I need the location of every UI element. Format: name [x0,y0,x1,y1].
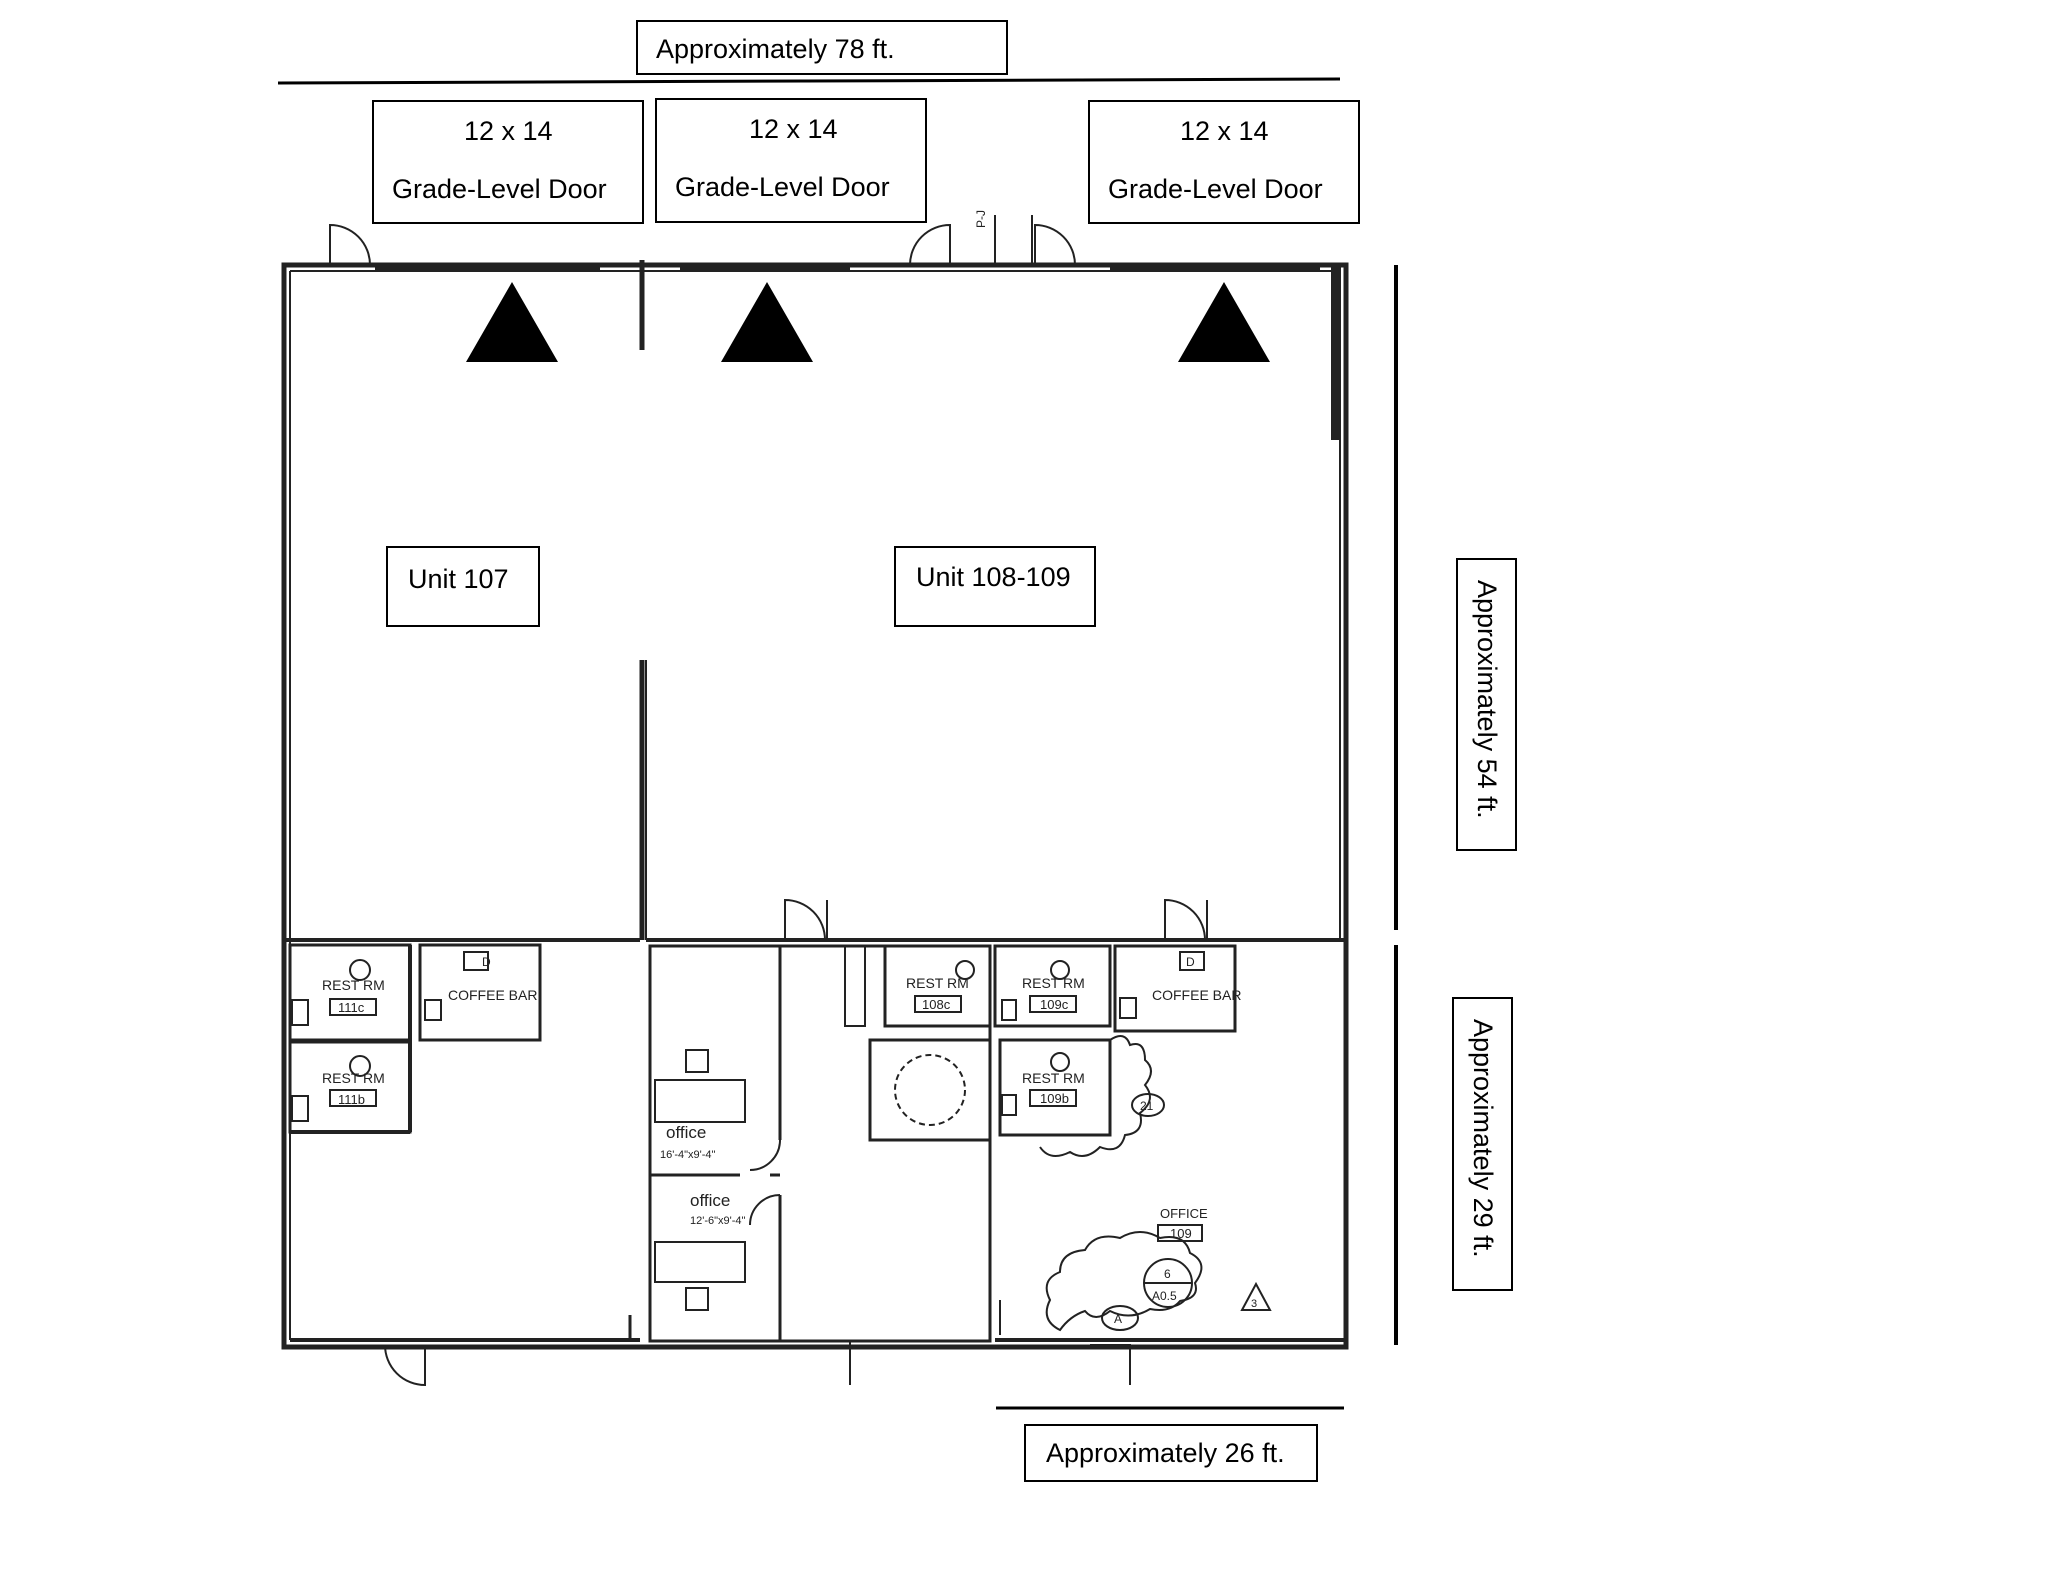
coffee-bar-label: COFFEE BAR [448,987,537,1003]
right-lower-dimension-text: Approximately 29 ft. [1468,1019,1498,1258]
door-label-3: 12 x 14 Grade-Level Door [1088,100,1360,224]
top-dimension-label: Approximately 78 ft. [636,20,1008,75]
door-size: 12 x 14 [464,116,553,146]
bottom-dimension-label: Approximately 26 ft. [1024,1424,1318,1482]
tag-a05: A0.5 [1152,1289,1177,1303]
tag-21: 21 [1140,1099,1154,1113]
office-label: office [666,1123,706,1142]
door-size: 12 x 14 [749,114,838,144]
room-number: 109 [1170,1226,1192,1241]
right-upper-dimension-label: Approximately 54 ft. [1456,558,1517,851]
rest-rm-label: REST RM [322,1070,385,1086]
rest-rm-label: REST RM [1022,1070,1085,1086]
unit-label-108-109: Unit 108-109 [894,546,1096,627]
door-label-2: 12 x 14 Grade-Level Door [655,98,927,223]
door-size: 12 x 14 [1180,116,1269,146]
room-number: 109b [1040,1091,1069,1106]
unit-name: Unit 108-109 [916,562,1071,592]
building-outline [281,262,1349,1350]
office-dimensions: 16'-4"x9'-4" [660,1149,716,1161]
unit-name: Unit 107 [408,564,509,594]
top-dimension-line [277,77,1341,85]
tag-6: 6 [1164,1267,1171,1281]
door-type: Grade-Level Door [392,174,607,204]
office-label: office [690,1191,730,1210]
room-number: 108c [922,997,951,1012]
top-dimension-text: Approximately 78 ft. [656,34,895,64]
door-type: Grade-Level Door [1108,174,1323,204]
tag-a: A [1114,1312,1122,1326]
pj-label: P-J [974,210,988,228]
rest-rm-label: REST RM [906,975,969,991]
room-number: 109c [1040,997,1069,1012]
rest-rm-label: REST RM [1022,975,1085,991]
room-number: 111b [338,1092,365,1107]
d-label: D [1186,955,1195,969]
tag-3: 3 [1251,1298,1257,1310]
room-number: 111c [338,1000,365,1015]
office-dimensions: 12'-6"x9'-4" [690,1215,746,1227]
right-upper-dimension-text: Approximately 54 ft. [1472,580,1502,819]
office-caps-label: OFFICE [1160,1206,1208,1221]
right-lower-dimension-label: Approximately 29 ft. [1452,997,1513,1291]
rest-rm-label: REST RM [322,977,385,993]
d-label: D [482,955,491,969]
door-indicator-triangle [466,282,558,362]
door-type: Grade-Level Door [675,172,890,202]
door-indicator-triangle [721,282,813,362]
coffee-bar-label: COFFEE BAR [1152,987,1241,1003]
door-indicator-triangle [1178,282,1270,362]
bottom-dimension-text: Approximately 26 ft. [1046,1438,1285,1468]
door-label-1: 12 x 14 Grade-Level Door [372,100,644,224]
unit-label-107: Unit 107 [386,546,540,627]
